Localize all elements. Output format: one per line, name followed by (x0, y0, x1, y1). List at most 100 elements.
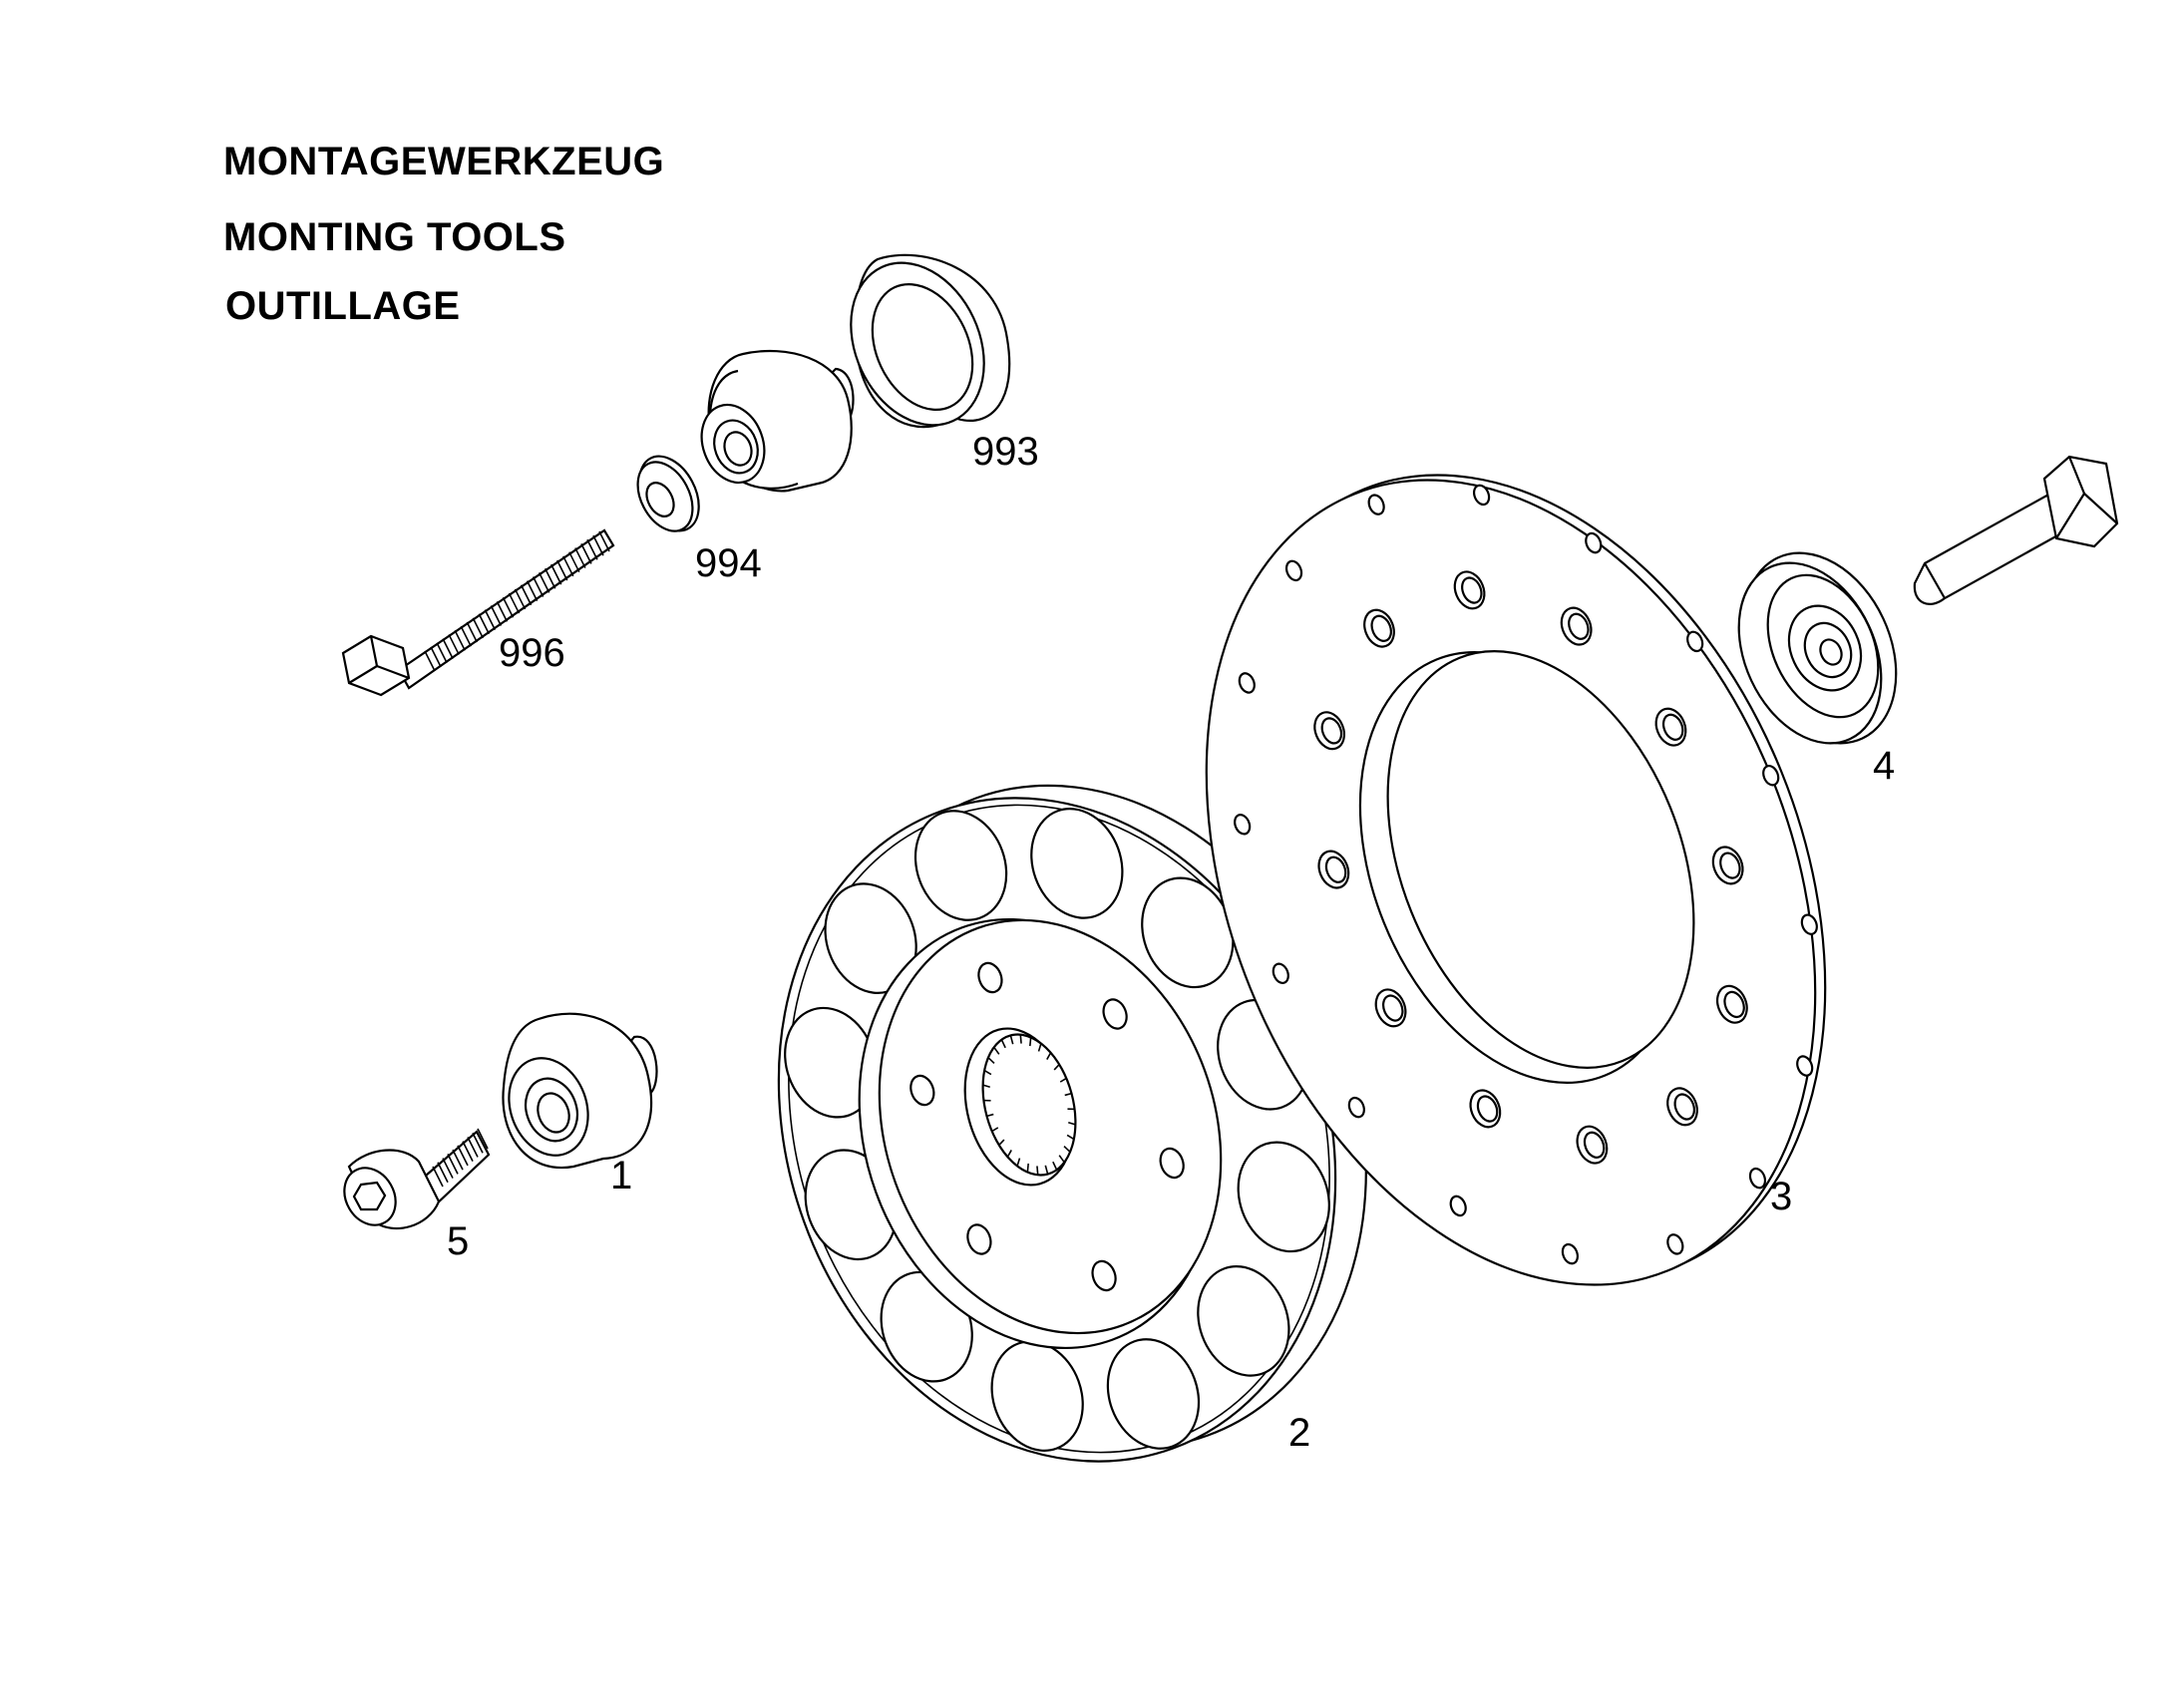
spline-tooth (982, 1084, 990, 1088)
bolt-hole-inner (1723, 990, 1745, 1019)
thread-line (457, 1145, 469, 1167)
thread-line (454, 629, 466, 651)
bolt-hole (977, 961, 1003, 994)
bolt-hole (1159, 1147, 1185, 1180)
outer-hole (1800, 913, 1818, 935)
thread-line (430, 646, 442, 668)
thread-line (520, 584, 533, 606)
spline-tooth (1009, 1035, 1014, 1045)
outer-hole (1284, 559, 1303, 582)
spline-tooth (1029, 1037, 1032, 1047)
outer-hole (1585, 531, 1603, 554)
bushing-part-1 (502, 1012, 658, 1170)
spline-tooth (1063, 1146, 1071, 1153)
thread-line (447, 1153, 459, 1175)
thread-line (502, 596, 515, 618)
thread-line (477, 1128, 489, 1150)
thread-line (508, 592, 521, 614)
spline-tooth (1006, 1150, 1012, 1158)
outer-hole (1796, 1055, 1814, 1077)
outer-hole (1561, 1242, 1580, 1265)
washer-994 (636, 455, 700, 532)
thread-line (496, 600, 509, 622)
spline-tooth (1053, 1064, 1060, 1071)
spline-tooth (998, 1139, 1005, 1146)
hex-bolt-part-4 (1913, 455, 2119, 605)
thread-line (466, 621, 478, 643)
thread-line (574, 547, 586, 568)
bolt-hole-inner (1461, 576, 1483, 604)
thread-line (442, 1158, 454, 1179)
bolt-hole-inner (1370, 614, 1392, 642)
spline-tooth (1037, 1043, 1042, 1052)
thread-line (467, 1137, 479, 1158)
thread-line (562, 555, 574, 577)
thread-line (490, 605, 503, 626)
spline-tooth (1036, 1166, 1039, 1176)
spline-tooth (1052, 1161, 1058, 1171)
ring-993 (850, 253, 1011, 429)
bolt-hole-inner (1661, 713, 1684, 741)
washer-part-4 (1737, 551, 1898, 745)
spline-tooth (1066, 1134, 1075, 1141)
bolt-hole-inner (1324, 855, 1347, 883)
cylinder-bore (1197, 1265, 1290, 1377)
spline-tooth (1068, 1122, 1076, 1126)
thread-line (526, 580, 539, 602)
title-french: OUTILLAGE (225, 284, 461, 328)
bolt-hole-inner (1719, 852, 1741, 879)
thread-line (452, 1149, 464, 1171)
callout-993: 993 (972, 430, 1039, 474)
thread-line (484, 609, 497, 630)
thread-line (556, 559, 568, 581)
rotor-part-2 (777, 784, 1367, 1463)
outer-hole (1234, 814, 1252, 836)
callout-5: 5 (447, 1219, 469, 1263)
thread-line (586, 538, 598, 560)
outer-hole (1449, 1195, 1467, 1217)
spline-tooth (1026, 1163, 1029, 1173)
spline-tooth (993, 1046, 1000, 1055)
bolt-hole-inner (1673, 1093, 1695, 1121)
thread-line (437, 1162, 449, 1184)
plate-part-3 (1205, 474, 1827, 1286)
thread-line (514, 588, 527, 610)
thread-line (460, 625, 472, 647)
cylinder-bore (1106, 1338, 1201, 1450)
outer-hole (1472, 484, 1491, 507)
callout-994: 994 (695, 541, 762, 585)
thread-line (592, 534, 604, 556)
spline-tooth (986, 1113, 994, 1118)
thread-line (462, 1141, 474, 1163)
bolt-hole (1102, 998, 1128, 1030)
bolt-hole-inner (1320, 717, 1343, 745)
callout-996: 996 (499, 631, 565, 675)
callout-4: 4 (1873, 744, 1895, 788)
bolt-hole (909, 1074, 935, 1107)
callout-1: 1 (610, 1154, 632, 1197)
spline-tooth (1016, 1158, 1021, 1167)
spline-tooth (983, 1069, 992, 1076)
bolt-hole-inner (1568, 612, 1590, 640)
bolt-996 (341, 528, 615, 697)
bolt-hole (1091, 1259, 1117, 1292)
thread-line (448, 634, 460, 655)
cylinder-bore (1030, 808, 1124, 919)
spline-tooth (1044, 1165, 1049, 1175)
title-german: MONTAGEWERKZEUG (223, 140, 665, 183)
thread-line (538, 572, 550, 593)
spline-tooth (1064, 1092, 1072, 1097)
thread-line (436, 642, 448, 664)
cylinder-bore (1237, 1141, 1330, 1253)
thread-line (472, 1132, 484, 1154)
outer-hole (1686, 630, 1704, 653)
thread-line (532, 576, 545, 597)
spline-tooth (1000, 1039, 1006, 1049)
outer-hole (1347, 1096, 1365, 1119)
thread-line (544, 567, 556, 589)
outer-hole (1762, 764, 1780, 787)
thread-line (442, 638, 454, 659)
spline-tooth (987, 1057, 995, 1064)
bolt-hole-inner (1583, 1131, 1606, 1159)
